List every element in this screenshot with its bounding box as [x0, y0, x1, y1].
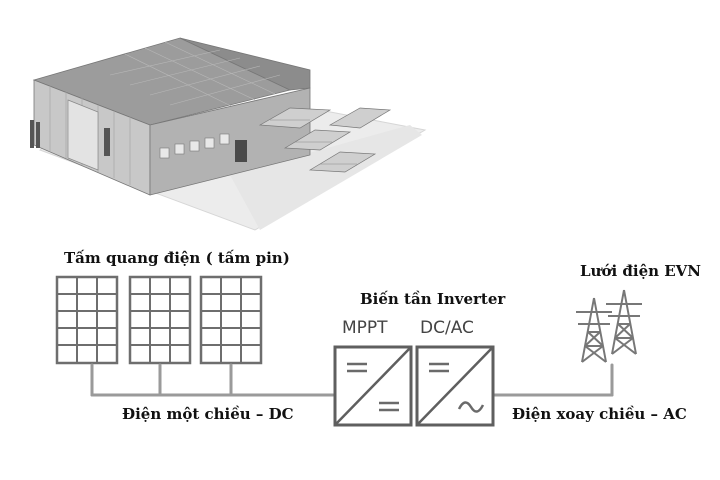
- solar-panel-icon: [199, 275, 263, 365]
- solar-panel-icon: [55, 275, 119, 365]
- panels-label: Tấm quang điện ( tấm pin): [64, 249, 290, 267]
- transmission-tower-icon: [576, 289, 642, 363]
- grid-label: Lưới điện EVN: [580, 262, 702, 280]
- solar-panels-group: [55, 275, 263, 365]
- ac-label: Điện xoay chiều – AC: [512, 405, 687, 423]
- mppt-converter-icon: [333, 345, 413, 427]
- factory-with-solar-roof-icon: [30, 37, 427, 231]
- mppt-label: MPPT: [342, 318, 388, 338]
- solar-panel-icon: [128, 275, 192, 365]
- dc-ac-converter-icon: [415, 345, 495, 427]
- dc-label: Điện một chiều – DC: [122, 405, 294, 423]
- inverter-label: Biến tần Inverter: [360, 290, 506, 308]
- dcac-label: DC/AC: [420, 318, 474, 338]
